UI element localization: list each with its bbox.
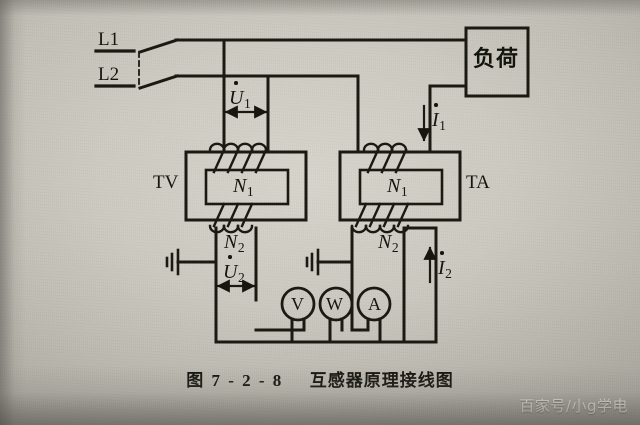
voltmeter-symbol: V [291, 294, 304, 314]
label-l2: L2 [98, 64, 120, 85]
label-ta: TA [466, 172, 490, 193]
label-tv-n1: N1 [233, 175, 254, 200]
ta-secondary-circuit [316, 226, 438, 344]
label-tv: TV [153, 172, 179, 193]
ta-primary-winding [362, 142, 408, 174]
tv-primary-winding [208, 142, 268, 174]
wattmeter-symbol: W [326, 294, 343, 314]
meter-wiring [214, 298, 438, 344]
watermark: 百家号/小g学电 [519, 397, 628, 415]
label-load: 负荷 [473, 47, 520, 72]
tv-secondary-circuit [176, 226, 258, 344]
label-tv-n2: N2 [224, 231, 245, 256]
current-transformer-ta [338, 142, 462, 234]
label-l1: L1 [98, 29, 120, 50]
label-voltage-u1: U1 [229, 81, 251, 111]
main-switch[interactable] [138, 38, 179, 90]
label-current-i1: I1 [432, 103, 446, 133]
tv-primary-taps [222, 38, 270, 154]
tv-secondary-winding [208, 202, 254, 234]
ta-ground-symbol [305, 248, 320, 276]
voltage-transformer-tv [184, 142, 308, 234]
label-ta-n2: N2 [378, 231, 399, 256]
ta-secondary-winding [350, 202, 410, 234]
figure-title: 互感器原理接线图 [309, 371, 454, 391]
label-ta-n1: N1 [387, 175, 408, 200]
ammeter-symbol: A [368, 294, 381, 314]
label-voltage-u2: U2 [223, 255, 245, 285]
figure-number: 图 7 - 2 - 8 [186, 371, 284, 390]
figure-caption: 图 7 - 2 - 8 互感器原理接线图 [0, 366, 640, 391]
supply-terminal-lines [94, 49, 136, 88]
tv-ground-symbol [165, 248, 180, 276]
label-current-i2: I2 [438, 251, 452, 281]
